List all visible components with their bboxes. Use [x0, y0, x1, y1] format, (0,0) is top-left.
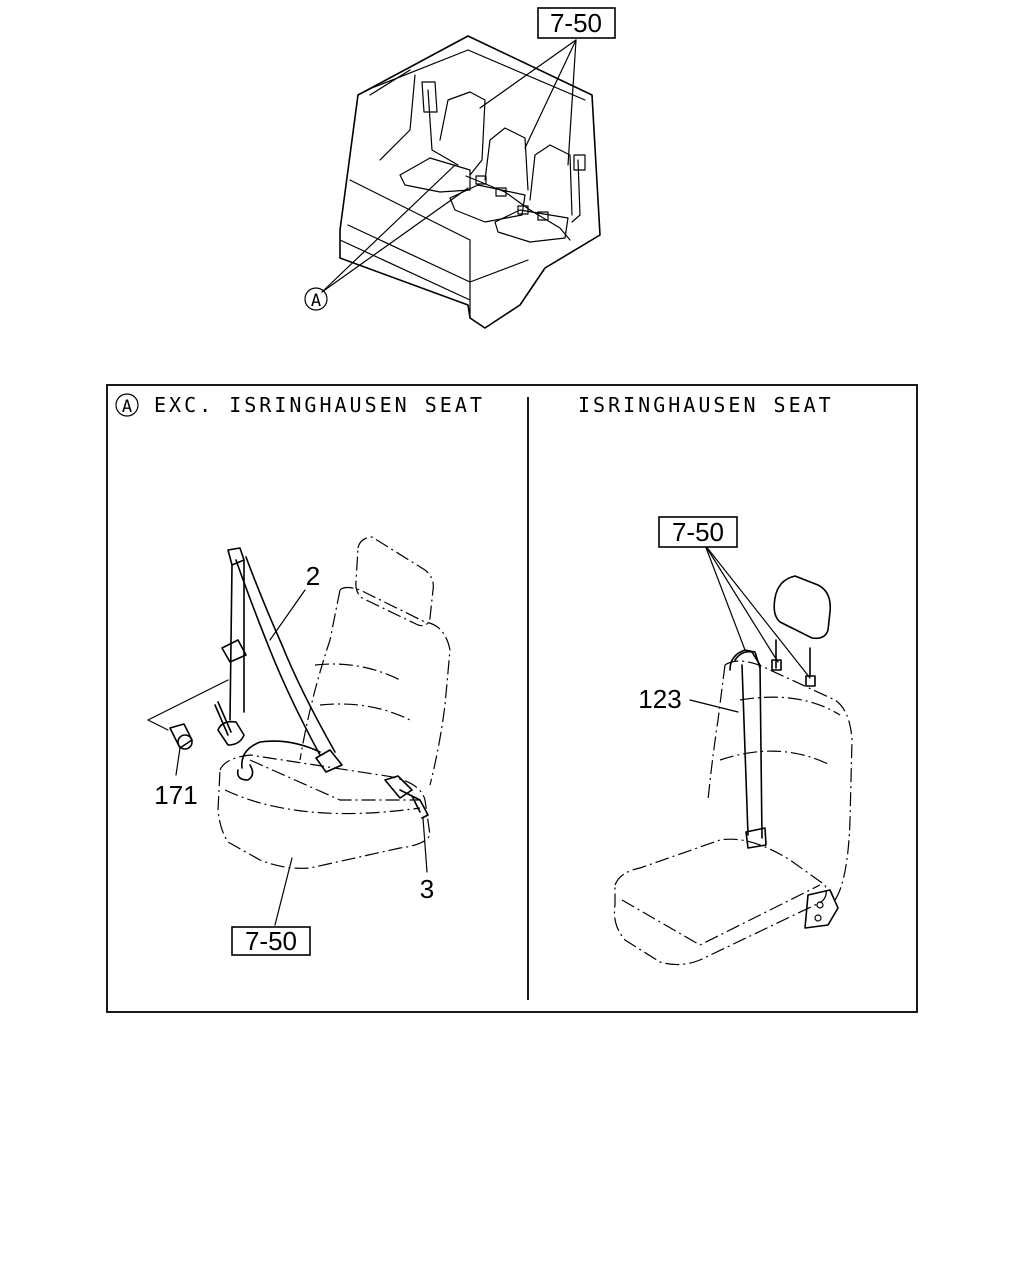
left-panel-title: EXC. ISRINGHAUSEN SEAT: [154, 393, 485, 417]
standard-seat: [147, 536, 451, 926]
ref-box-top: 7-50: [537, 7, 616, 39]
isringhausen-seat: [613, 544, 853, 966]
callout-a-label: A: [311, 291, 321, 311]
callout-a-overview: A: [304, 287, 328, 311]
left-panel-header: A EXC. ISRINGHAUSEN SEAT: [115, 393, 485, 417]
left-callout-label: A: [122, 397, 132, 417]
ref-label-left: 7-50: [245, 926, 297, 956]
right-panel-title: ISRINGHAUSEN SEAT: [578, 393, 834, 417]
ref-box-right: 7-50: [658, 516, 738, 548]
ref-label-right: 7-50: [672, 517, 724, 547]
detail-frame: [106, 384, 918, 1013]
cab-overview: [321, 35, 601, 329]
part-number-2: 2: [306, 561, 320, 591]
ref-label-top: 7-50: [550, 8, 602, 38]
part-number-171: 171: [154, 780, 197, 810]
ref-box-left: 7-50: [231, 926, 311, 956]
part-number-123: 123: [638, 684, 681, 714]
part-number-3: 3: [420, 874, 434, 904]
